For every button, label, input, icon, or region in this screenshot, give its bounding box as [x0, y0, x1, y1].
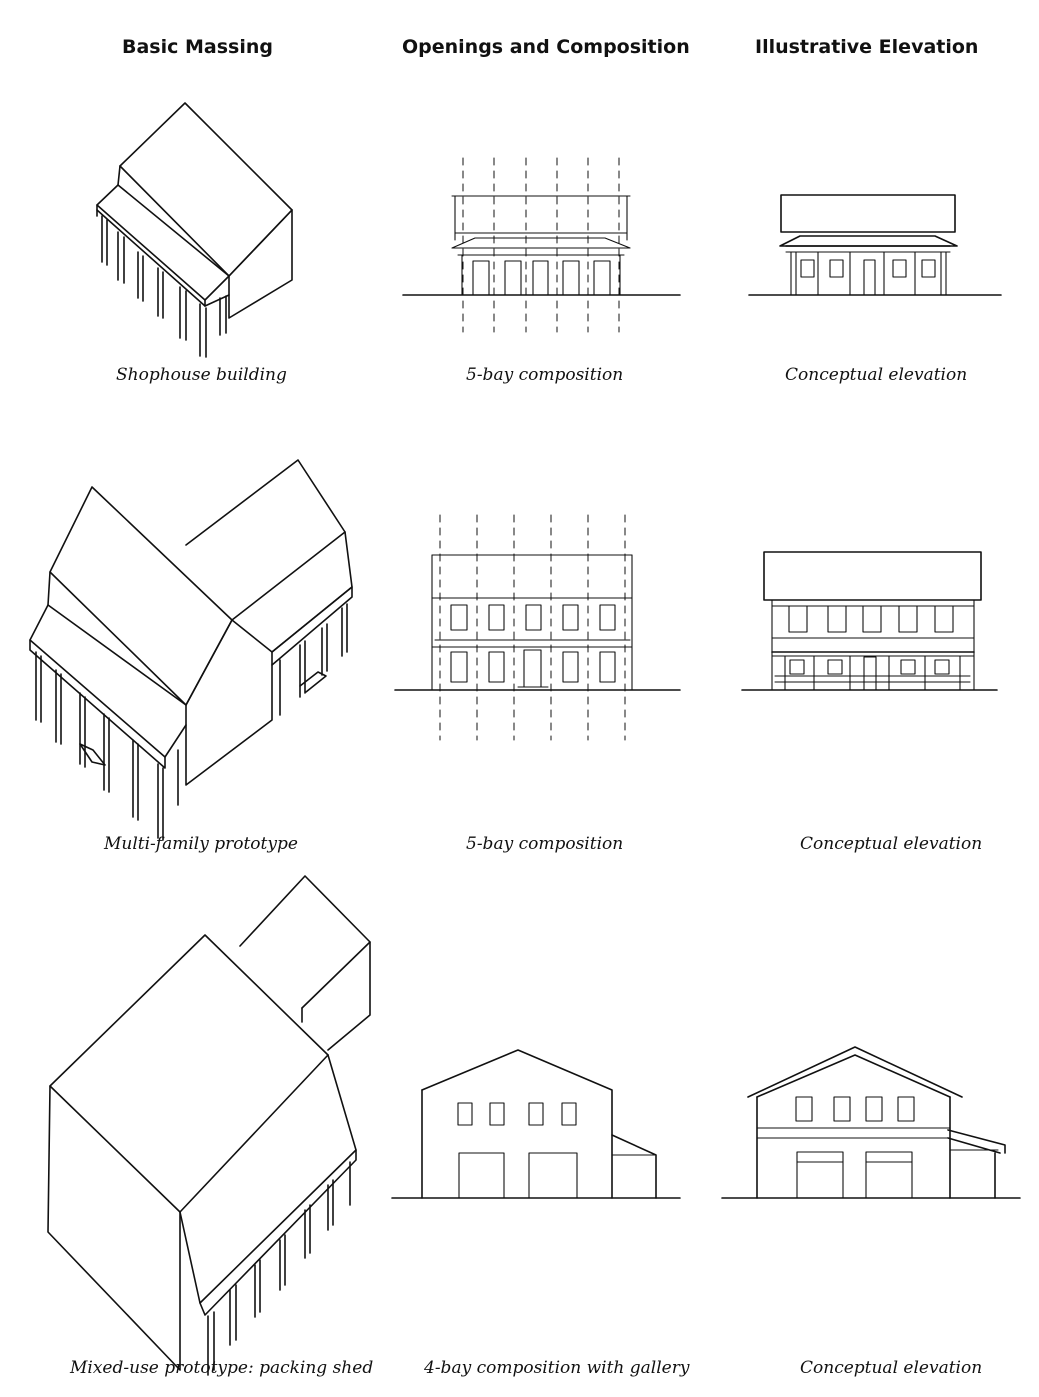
- caption-elevation-2: Conceptual elevation: [800, 834, 983, 854]
- header-illustrative-elevation: Illustrative Elevation: [755, 36, 979, 58]
- caption-composition-1: 5-bay composition: [466, 365, 624, 385]
- caption-multi-family-prototype: Multi-family prototype: [104, 834, 298, 854]
- four-bay-gallery-sketch: [391, 1049, 681, 1199]
- caption-shophouse-building: Shophouse building: [116, 365, 287, 385]
- caption-packing-shed: Mixed-use prototype: packing shed: [70, 1358, 374, 1378]
- caption-composition-3: 4-bay composition with gallery: [424, 1358, 690, 1378]
- header-openings-composition: Openings and Composition: [402, 36, 690, 58]
- elevation-sketch-3: [721, 1046, 1021, 1199]
- caption-composition-2: 5-bay composition: [466, 834, 624, 854]
- elevation-sketch-2: [741, 551, 998, 691]
- packing-shed-massing-sketch: [47, 875, 371, 1376]
- five-bay-grid-sketch-2: [394, 514, 681, 741]
- five-bay-grid-sketch-1: [402, 157, 681, 333]
- multi-family-massing-sketch: [29, 459, 353, 841]
- elevation-sketch-1: [748, 194, 1002, 296]
- caption-elevation-1: Conceptual elevation: [785, 365, 968, 385]
- caption-elevation-3: Conceptual elevation: [800, 1358, 983, 1378]
- header-basic-massing: Basic Massing: [122, 36, 273, 58]
- shophouse-massing-sketch: [96, 102, 293, 358]
